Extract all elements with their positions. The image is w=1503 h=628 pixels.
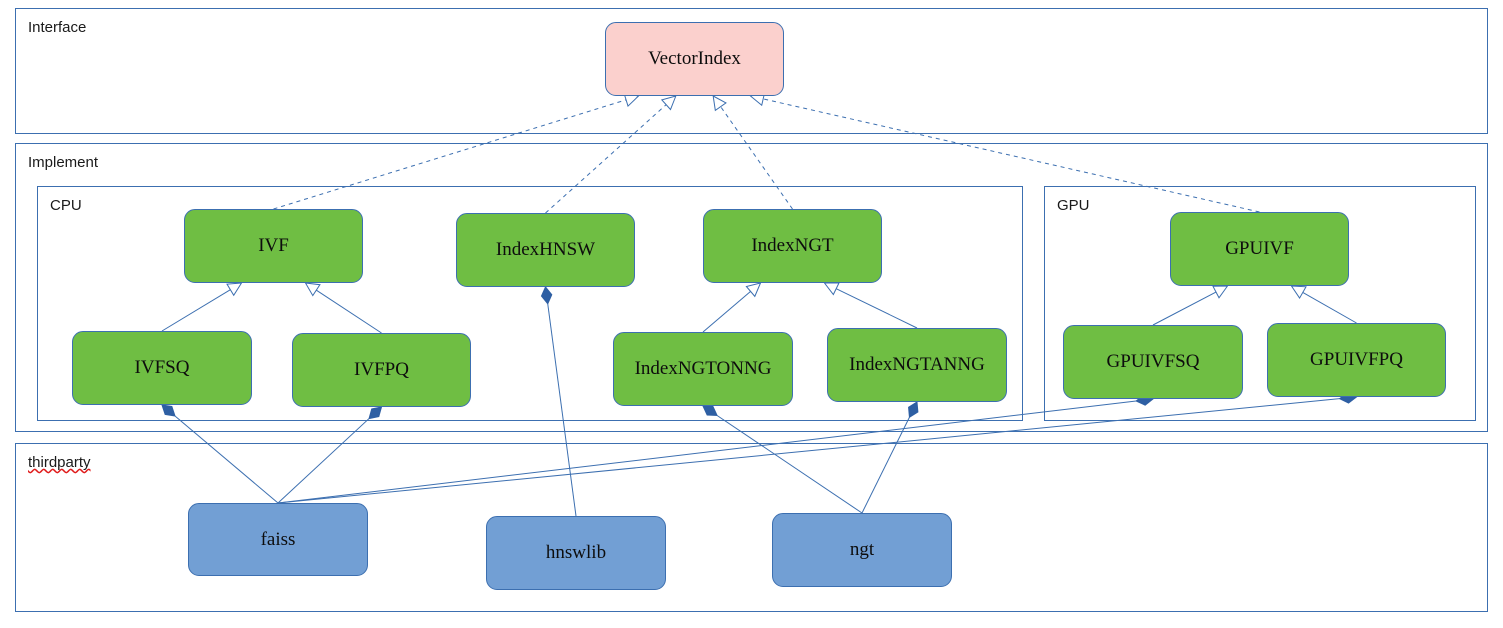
node-hnswlib[interactable]: hnswlib: [486, 516, 666, 590]
container-label-implement: Implement: [28, 154, 99, 171]
node-indexngtanng[interactable]: IndexNGTANNG: [827, 328, 1007, 402]
node-faiss[interactable]: faiss: [188, 503, 368, 576]
node-label: IVFSQ: [134, 357, 190, 378]
node-label: IndexNGTONNG: [634, 358, 772, 379]
node-ivfpq[interactable]: IVFPQ: [292, 333, 471, 407]
node-indexhnsw[interactable]: IndexHNSW: [456, 213, 635, 287]
node-label: IndexHNSW: [495, 239, 596, 260]
container-label-cpu: CPU: [50, 197, 82, 214]
node-indexngtonng[interactable]: IndexNGTONNG: [613, 332, 793, 406]
node-ivf[interactable]: IVF: [184, 209, 363, 283]
container-label-interface: Interface: [28, 19, 87, 36]
node-indexngt[interactable]: IndexNGT: [703, 209, 882, 283]
node-label: VectorIndex: [648, 48, 741, 69]
container-label-thirdparty: thirdparty: [28, 454, 91, 471]
node-label: GPUIVFSQ: [1106, 351, 1200, 372]
node-label: ngt: [849, 539, 875, 560]
node-gpuivfsq[interactable]: GPUIVFSQ: [1063, 325, 1243, 399]
node-label: faiss: [260, 528, 296, 550]
container-label-gpu: GPU: [1057, 197, 1090, 214]
node-vectorindex[interactable]: VectorIndex: [605, 22, 784, 96]
node-label: IndexNGTANNG: [849, 354, 985, 375]
node-label: IVF: [258, 235, 289, 256]
node-ngt[interactable]: ngt: [772, 513, 952, 587]
node-label: GPUIVF: [1225, 238, 1294, 259]
node-label: hnswlib: [545, 542, 607, 563]
node-ivfsq[interactable]: IVFSQ: [72, 331, 252, 405]
node-label: IVFPQ: [354, 359, 409, 380]
node-label: IndexNGT: [751, 235, 834, 256]
node-label: GPUIVFPQ: [1310, 349, 1403, 370]
node-gpuivf[interactable]: GPUIVF: [1170, 212, 1349, 286]
node-gpuivfpq[interactable]: GPUIVFPQ: [1267, 323, 1446, 397]
